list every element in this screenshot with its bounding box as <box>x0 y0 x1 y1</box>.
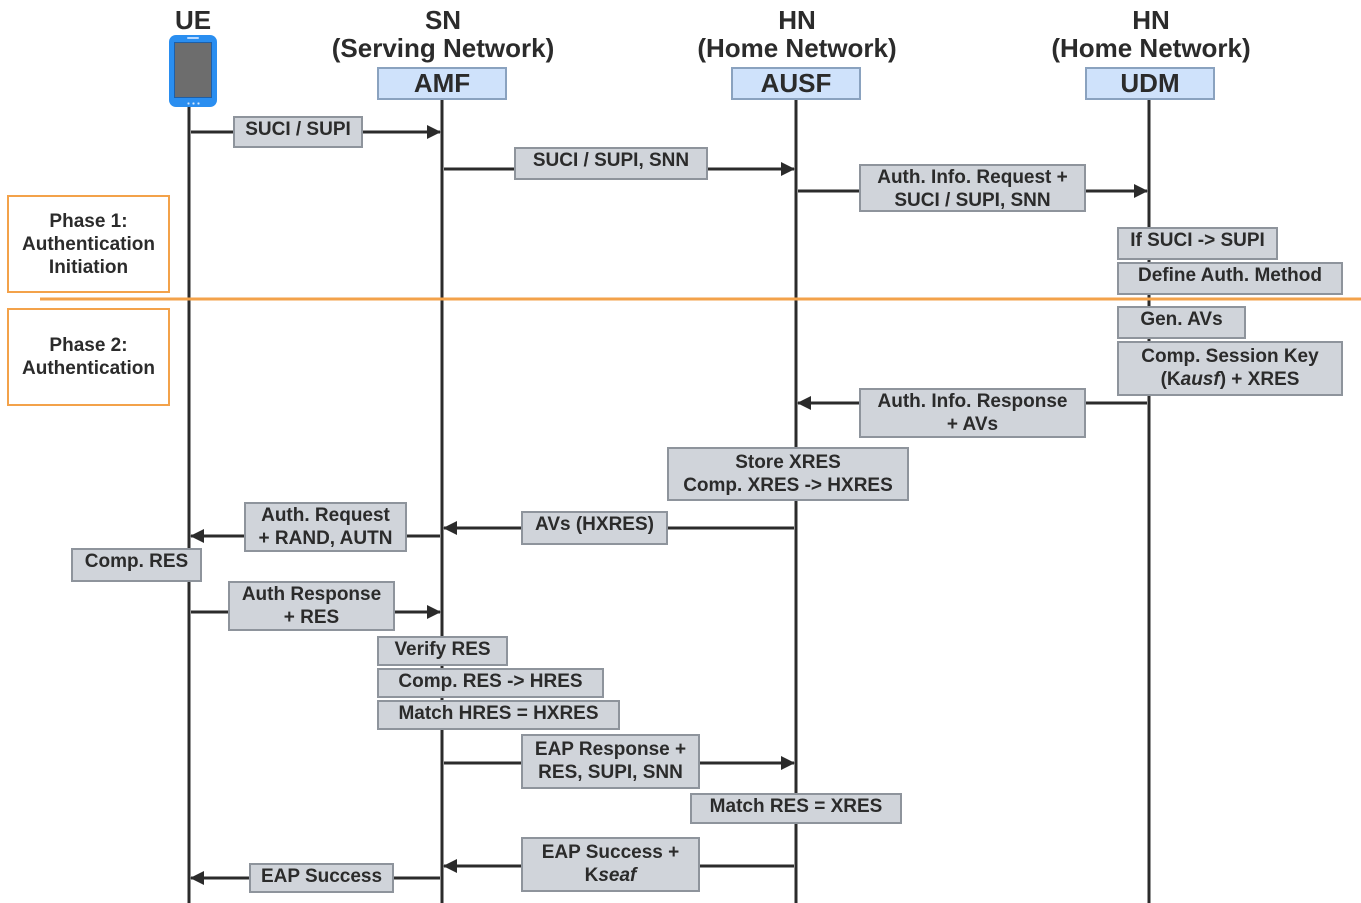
node-ausf: AUSF <box>731 67 861 100</box>
lane-header-hn-ausf: HN (Home Network) <box>697 5 897 63</box>
msg-eap-success: EAP Success <box>249 863 394 893</box>
msg-gen-avs: Gen. AVs <box>1117 306 1246 339</box>
phase-2-label: Phase 2: Authentication <box>7 308 170 406</box>
msg-verify-res: Verify RES <box>377 636 508 666</box>
msg-store-xres: Store XRES Comp. XRES -> HXRES <box>667 447 909 501</box>
msg-suci-supi: SUCI / SUPI <box>233 116 363 148</box>
msg-eap-response: EAP Response + RES, SUPI, SNN <box>521 734 700 789</box>
msg-suci-supi-snn: SUCI / SUPI, SNN <box>514 147 708 180</box>
msg-comp-session-key: Comp. Session Key (Kausf) + XRES <box>1117 341 1343 396</box>
msg-avs-hxres: AVs (HXRES) <box>521 511 668 545</box>
lane-header-ue: UE <box>174 5 212 35</box>
msg-auth-info-request: Auth. Info. Request + SUCI / SUPI, SNN <box>859 164 1086 212</box>
msg-match-hres-hxres: Match HRES = HXRES <box>377 700 620 730</box>
phase-1-label: Phase 1: Authentication Initiation <box>7 195 170 293</box>
msg-auth-request: Auth. Request + RAND, AUTN <box>244 502 407 552</box>
msg-comp-res: Comp. RES <box>71 548 202 582</box>
lane-header-hn-udm: HN (Home Network) <box>1051 5 1251 63</box>
msg-suci-to-supi: If SUCI -> SUPI <box>1117 227 1278 260</box>
msg-match-res-xres: Match RES = XRES <box>690 793 902 824</box>
lane-header-sn: SN (Serving Network) <box>331 5 555 63</box>
msg-auth-info-response: Auth. Info. Response + AVs <box>859 388 1086 438</box>
smartphone-icon <box>169 35 217 107</box>
msg-eap-success-kseaf: EAP Success + Kseaf <box>521 837 700 892</box>
msg-comp-res-hres: Comp. RES -> HRES <box>377 668 604 698</box>
msg-auth-response: Auth Response + RES <box>228 581 395 631</box>
node-udm: UDM <box>1085 67 1215 100</box>
node-amf: AMF <box>377 67 507 100</box>
msg-define-auth-method: Define Auth. Method <box>1117 262 1343 295</box>
